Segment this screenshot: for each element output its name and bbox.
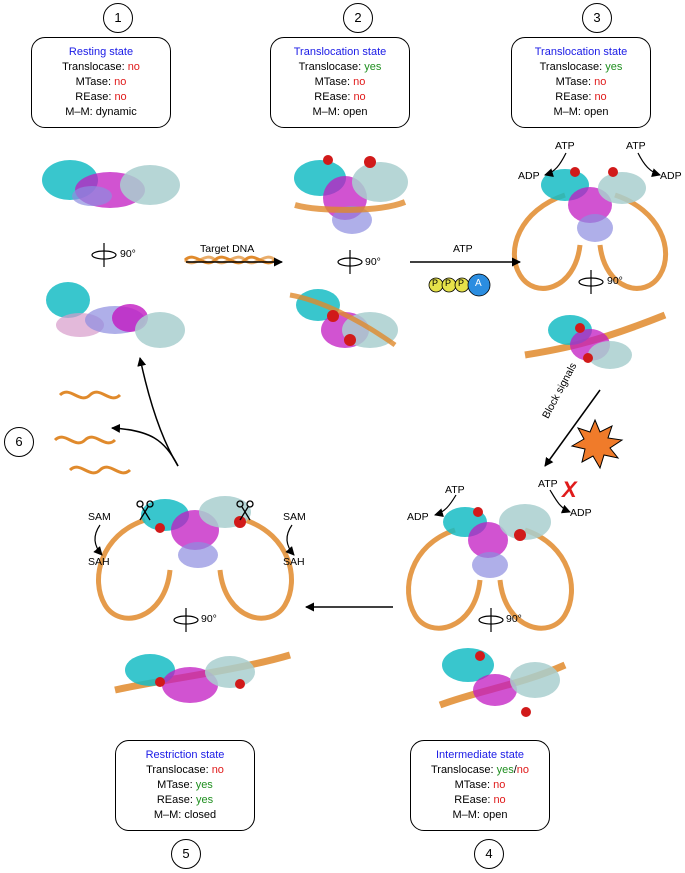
arrow-5-to-1: [137, 357, 179, 467]
rotation-icon-3: [578, 270, 604, 294]
label-rot-3: 90°: [607, 275, 623, 287]
complex-restriction-loops: [96, 496, 294, 621]
label-rot-5: 90°: [201, 613, 217, 625]
step-number-2: 2: [343, 3, 373, 33]
complex-translocation-top: [294, 155, 408, 234]
rotation-icon-4: [478, 608, 504, 632]
cleaved-dna-fragments: [53, 390, 132, 475]
step-number-1: 1: [103, 3, 133, 33]
label-target-dna: Target DNA: [200, 243, 255, 255]
scissors-icon-left: [136, 500, 154, 521]
complex-resting-top: [42, 160, 180, 208]
step-number-6: 6: [4, 427, 34, 457]
rotation-icon-2: [337, 250, 363, 274]
state-title: Intermediate state: [435, 749, 525, 761]
atp-molecule-icon: [428, 273, 491, 297]
state-title: Resting state: [68, 46, 134, 58]
state-box-translocation-3: Translocation state Translocase: yes MTa…: [511, 37, 651, 128]
arrow-5-to-6: [111, 423, 179, 467]
atp-adp-arrow-4-left: [434, 494, 457, 518]
complex-resting-bottom: [46, 282, 185, 348]
label-rot-1: 90°: [120, 248, 136, 260]
arrow-3-to-4: [544, 389, 601, 467]
state-box-translocation-2: Translocation state Translocase: yes MTa…: [270, 37, 410, 128]
scissors-icon-right: [236, 500, 254, 521]
label-sah-right: SAH: [283, 556, 305, 568]
complex-restriction-rotated: [114, 651, 292, 703]
state-box-restriction: Restriction state Translocase: no MTase:…: [115, 740, 255, 831]
state-title: Translocation state: [534, 46, 628, 58]
label-sah-left: SAH: [88, 556, 110, 568]
atp-adp-arrow-3-right: [637, 152, 661, 178]
label-rot-4: 90°: [506, 613, 522, 625]
state-title: Translocation state: [293, 46, 387, 58]
complex-translocation-rotated: [524, 311, 667, 369]
rotation-icon-5: [173, 608, 199, 632]
label-adp-4-left: ADP: [407, 511, 429, 523]
label-atp-3-left: ATP: [555, 140, 575, 152]
atp-adp-arrow-4-right: [549, 489, 571, 514]
atp-icon-a: A: [475, 278, 482, 289]
state-box-intermediate: Intermediate state Translocase: yes/no M…: [410, 740, 550, 831]
rotation-icon-1: [91, 243, 117, 267]
state-box-resting: Resting state Translocase: no MTase: no …: [31, 37, 171, 128]
label-sam-left: SAM: [88, 511, 111, 523]
label-atp-4-right: ATP: [538, 478, 558, 490]
label-atp-4-left: ATP: [445, 484, 465, 496]
label-sam-right: SAM: [283, 511, 306, 523]
complex-intermediate-loops: [406, 504, 574, 631]
step-number-4: 4: [474, 839, 504, 869]
label-adp-4-right: ADP: [570, 507, 592, 519]
label-adp-3-right: ADP: [660, 170, 682, 182]
target-dna-helix: [183, 255, 277, 265]
complex-intermediate-rotated: [438, 648, 567, 717]
atp-icon-p2: P: [445, 278, 452, 288]
label-rot-2: 90°: [365, 256, 381, 268]
label-adp-3-left: ADP: [518, 170, 540, 182]
sam-sah-arrow-left: [93, 524, 103, 556]
state-title: Restriction state: [145, 749, 225, 761]
step-number-5: 5: [171, 839, 201, 869]
complex-translocation-bottom: [289, 289, 398, 348]
sam-sah-arrow-right: [285, 524, 295, 556]
complex-translocation-loops: [511, 167, 669, 291]
atp-icon-p1: P: [432, 278, 439, 288]
label-atp-arrow: ATP: [453, 243, 473, 255]
atp-icon-p3: P: [458, 278, 465, 288]
atp-adp-arrow-3-left: [544, 152, 567, 178]
blocked-cross-icon: X: [562, 477, 577, 502]
label-atp-3-right: ATP: [626, 140, 646, 152]
step-number-3: 3: [582, 3, 612, 33]
block-signal-burst-icon: [570, 418, 624, 470]
